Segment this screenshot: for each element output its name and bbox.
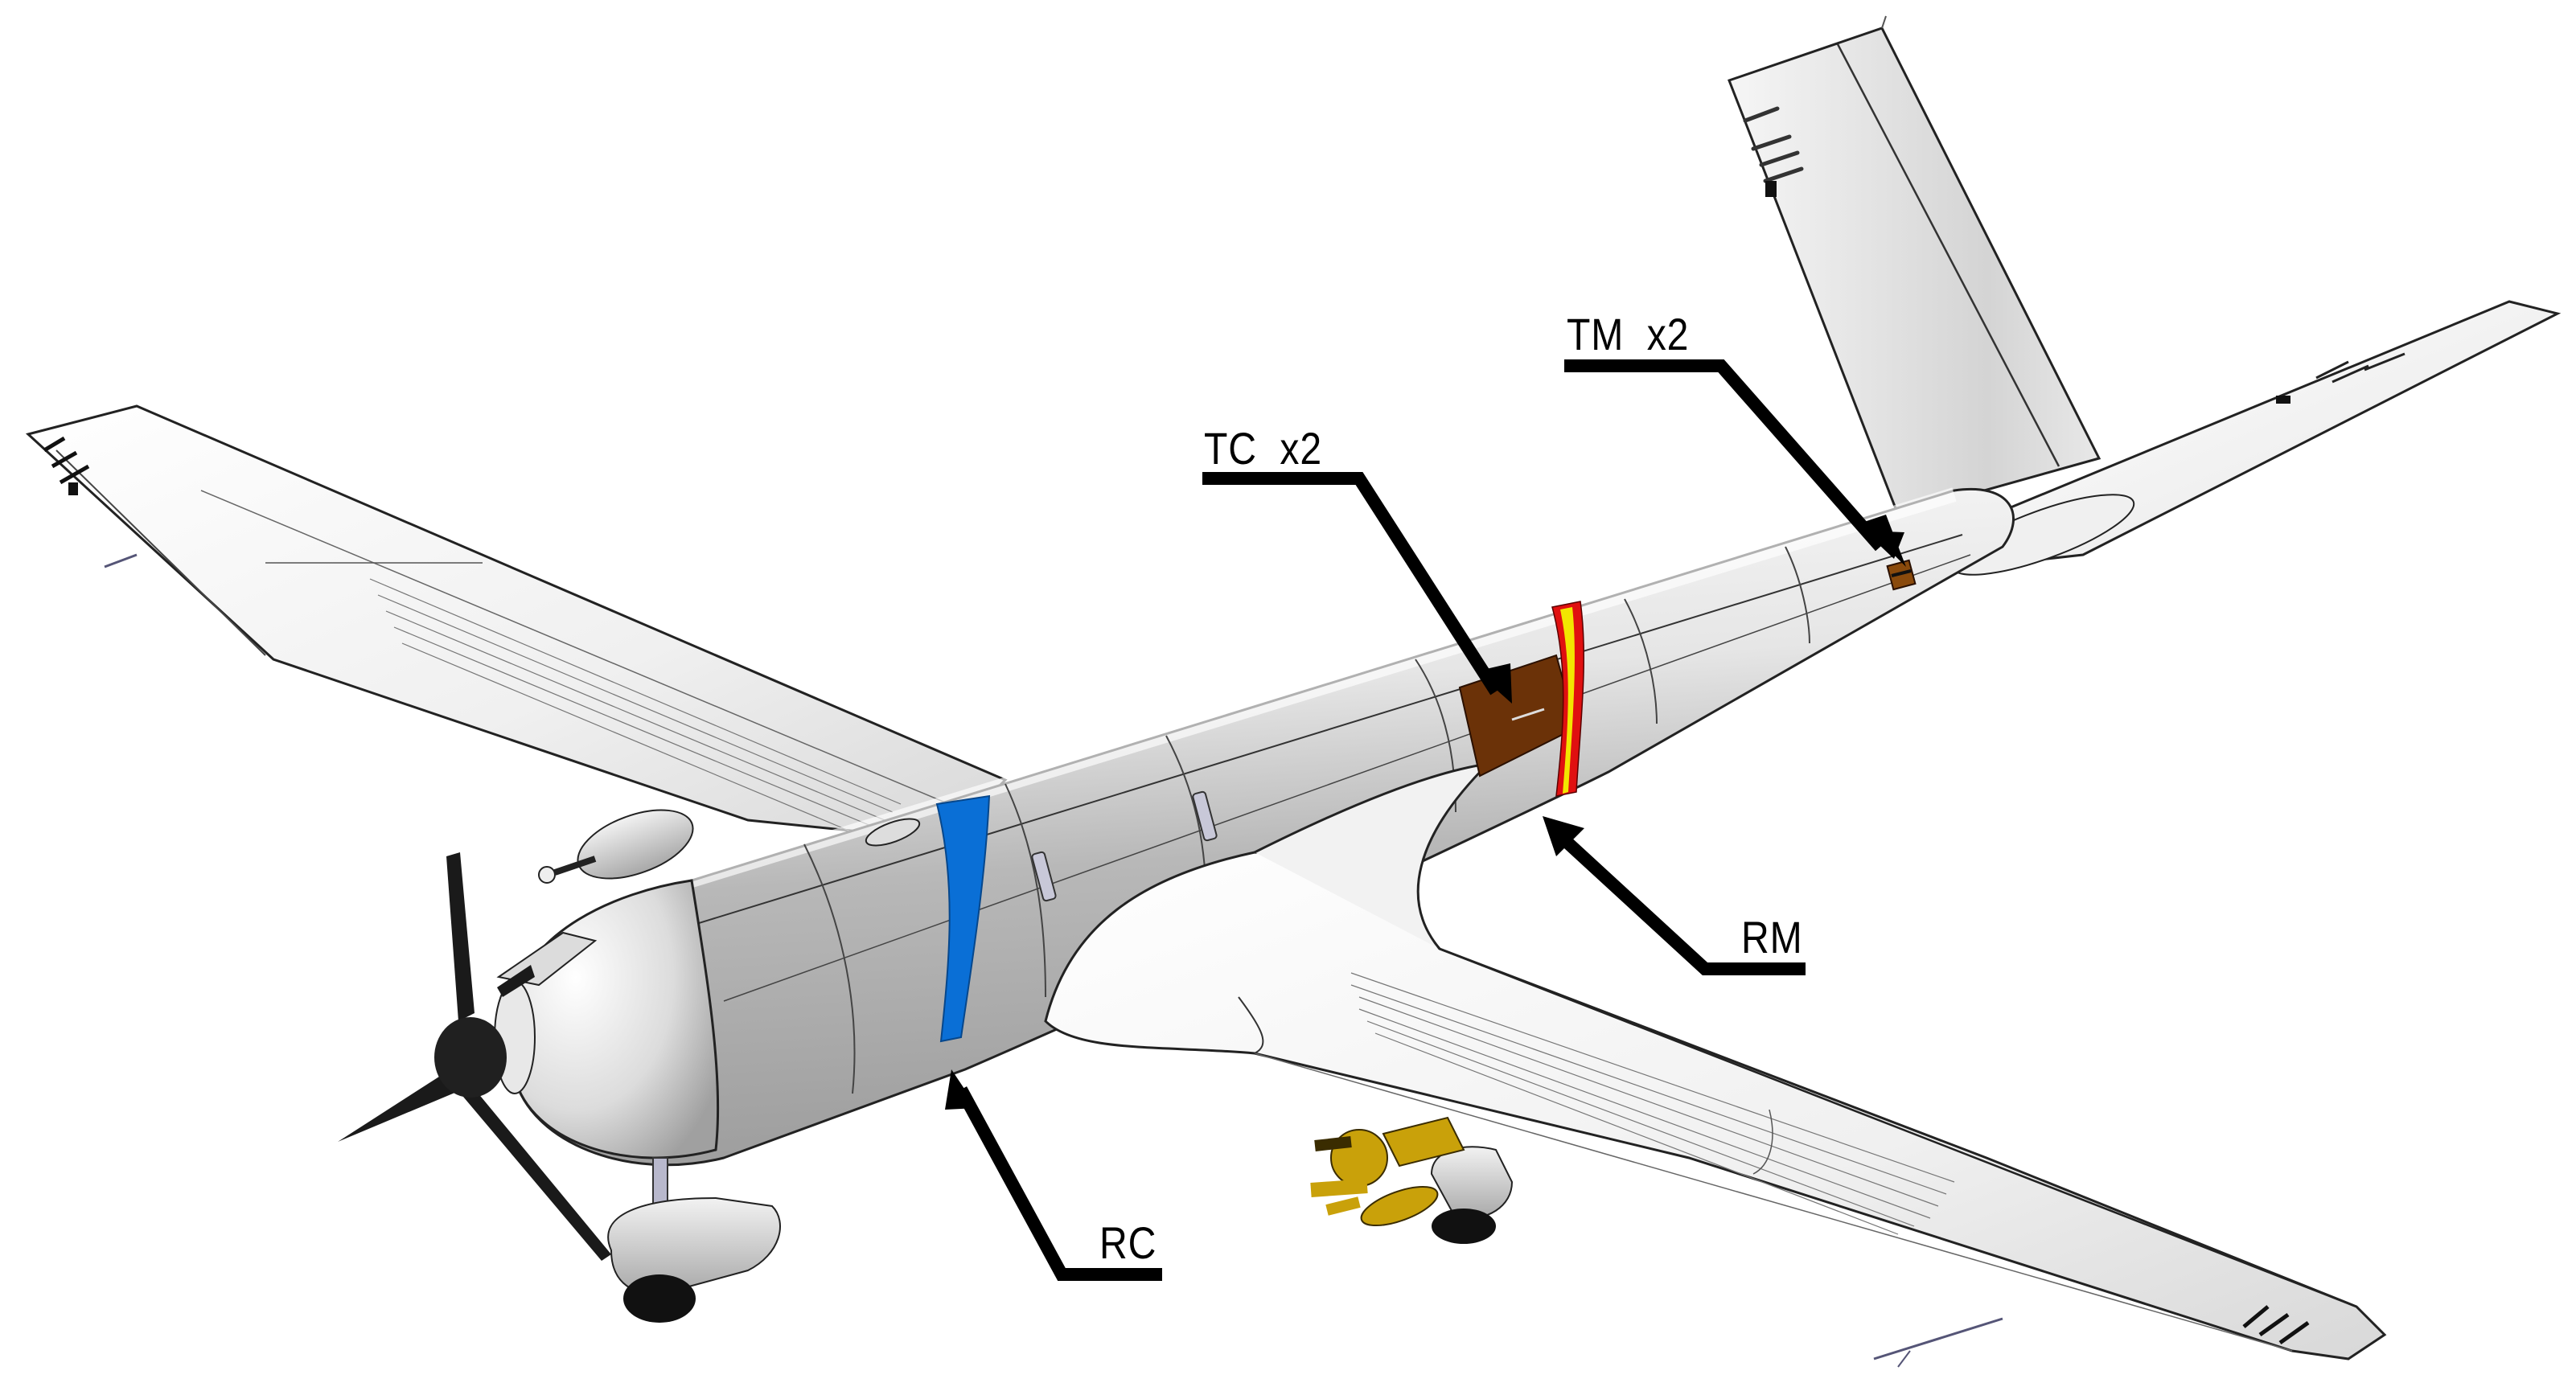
left-wing [25, 404, 1008, 842]
callout-rm-label: RM [1741, 912, 1803, 962]
callout-tc-label: TC x2 [1204, 423, 1322, 474]
right-wing [1044, 761, 2387, 1368]
fuselage [513, 487, 2015, 1167]
horizontal-stabilizer [1950, 300, 2562, 576]
tm-sensor [1886, 559, 1917, 591]
propeller [338, 852, 611, 1261]
callout-rc-leader [945, 1069, 1162, 1281]
rc-band [935, 794, 991, 1043]
callout-tc-leader [1202, 472, 1512, 704]
callout-tm-leader [1564, 359, 1906, 567]
nose-cowling [494, 879, 720, 1159]
callout-rc-label: RC [1099, 1217, 1157, 1268]
left-underwing-pod [538, 809, 694, 884]
callout-tm-label: TM x2 [1567, 309, 1690, 359]
nose-landing-gear [607, 1157, 781, 1323]
rm-band [1551, 601, 1585, 797]
underwing-payload [1310, 1116, 1465, 1227]
vertical-tail [1728, 15, 2101, 516]
callout-rm-leader [1543, 816, 1806, 975]
main-landing-gear [1430, 1146, 1514, 1244]
